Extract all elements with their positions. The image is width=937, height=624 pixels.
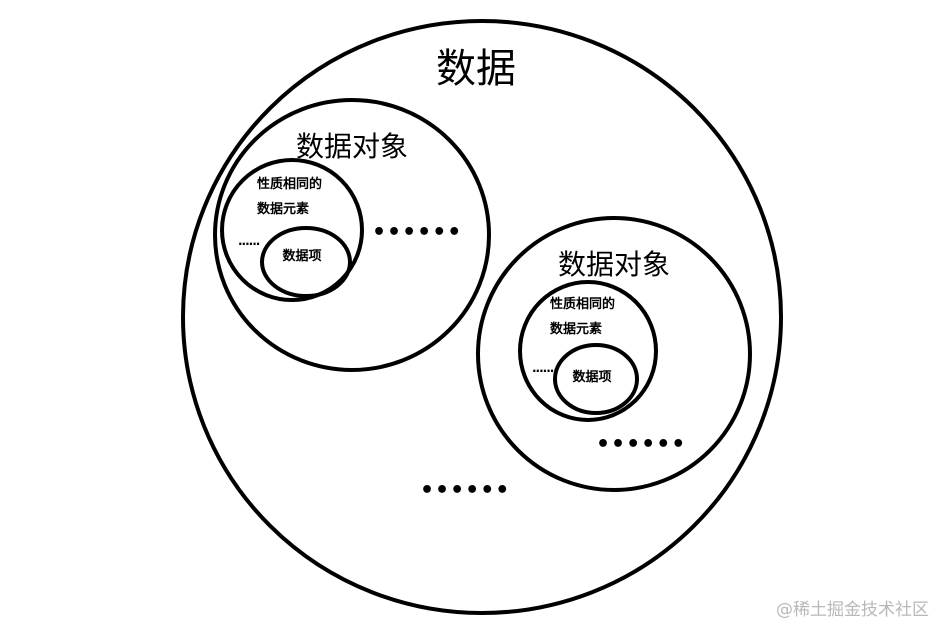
root-ellipsis: •••••• xyxy=(420,478,511,503)
small-ellipsis-1: ...... xyxy=(238,234,260,248)
data-object-circle-1 xyxy=(213,98,491,372)
ellipsis-2: •••••• xyxy=(596,432,687,457)
data-object-label-1: 数据对象 xyxy=(295,130,409,163)
ellipsis-1: •••••• xyxy=(372,220,463,245)
data-object-label-2: 数据对象 xyxy=(557,248,671,281)
data-element-circle-2 xyxy=(518,280,658,422)
data-item-label-1: 数据项 xyxy=(282,249,322,264)
data-title: 数据 xyxy=(436,46,516,92)
data-element-line2: 数据元素 xyxy=(257,202,310,217)
data-element-label-1: 性质相同的 数据元素 xyxy=(257,172,322,222)
data-element-line2: 数据元素 xyxy=(550,322,603,337)
data-circle xyxy=(181,19,783,615)
data-item-circle-2 xyxy=(553,343,639,415)
data-item-label-2: 数据项 xyxy=(572,370,612,385)
data-element-circle-1 xyxy=(220,158,364,302)
small-ellipsis-2: ...... xyxy=(532,361,554,375)
data-item-circle-1 xyxy=(260,226,352,298)
data-element-label-2: 性质相同的 数据元素 xyxy=(550,292,615,342)
data-object-circle-2 xyxy=(476,216,752,492)
data-element-line1: 性质相同的 xyxy=(550,297,616,312)
data-element-line1: 性质相同的 xyxy=(257,177,323,192)
watermark: @稀土掘金技术社区 xyxy=(776,600,929,620)
